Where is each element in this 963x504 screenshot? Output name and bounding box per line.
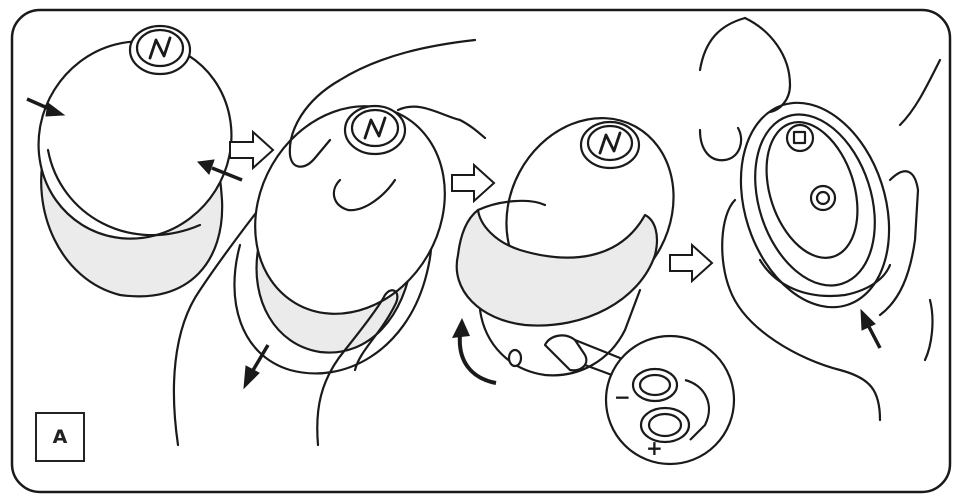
- step-1-device: [37, 24, 233, 298]
- outline-arrow-icon: [451, 162, 496, 204]
- device-lip: [46, 148, 202, 237]
- battery-zoom: [604, 334, 736, 466]
- step-2-device: [172, 38, 487, 447]
- hand-icon: [878, 58, 942, 362]
- pull-arrow: [243, 344, 270, 390]
- press-arrow-left: [26, 97, 66, 117]
- panel-label-box: A: [35, 412, 85, 462]
- battery-plus-label: +: [646, 436, 663, 460]
- press-arrow-right: [196, 159, 243, 182]
- battery-minus-label: −: [614, 385, 631, 409]
- step-3-device: [455, 116, 675, 380]
- hand-icon: [698, 16, 882, 422]
- panel-label: A: [52, 426, 68, 448]
- outline-arrow-icon: [229, 129, 275, 171]
- n-logo-icon: [148, 36, 172, 60]
- hand-icon: [288, 38, 487, 212]
- step-4-device: [698, 16, 942, 422]
- n-logo-icon: [598, 131, 622, 155]
- detached-band: [455, 208, 659, 327]
- rotate-arrow-icon: [452, 318, 497, 385]
- press-arrow: [860, 308, 882, 349]
- outer-frame: [10, 8, 952, 494]
- battery-icon: [631, 367, 710, 444]
- n-logo-icon: [363, 116, 387, 140]
- outline-arrow-icon: [669, 242, 714, 284]
